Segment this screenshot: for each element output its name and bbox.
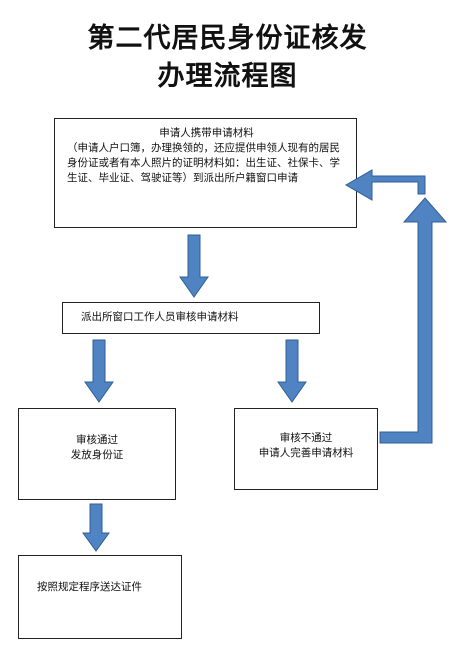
- arrow-return-head-to-apply: [344, 169, 426, 201]
- pass-step-line2: 发放身份证: [70, 449, 124, 461]
- fail-step-line1: 审核不通过: [279, 432, 333, 444]
- pass-step-line1: 审核通过: [76, 434, 118, 446]
- title-line-2: 办理流程图: [157, 61, 298, 92]
- arrow-pass-to-deliver: [82, 503, 110, 552]
- fail-step-box: 审核不通过 申请人完善申请材料: [234, 408, 378, 490]
- arrow-fail-back-to-apply: [379, 197, 448, 444]
- deliver-step-box: 按照规定程序送达证件: [18, 555, 182, 639]
- fail-step-line2: 申请人完善申请材料: [258, 447, 354, 459]
- review-step-box: 派出所窗口工作人员审核申请材料: [62, 302, 320, 334]
- arrow-review-to-pass: [84, 339, 114, 403]
- apply-step-body: （申请人户口簿，办理换领的，还应提供申领人现有的居民身份证或者有本人照片的证明材…: [67, 142, 340, 184]
- pass-step-box: 审核通过 发放身份证: [18, 408, 176, 500]
- title-line-1: 第二代居民身份证核发: [87, 23, 368, 54]
- arrow-apply-to-review: [179, 234, 209, 298]
- deliver-step-label: 按照规定程序送达证件: [37, 581, 142, 593]
- apply-step-heading: 申请人携带申请材料: [159, 127, 254, 139]
- arrow-review-to-fail: [277, 339, 307, 403]
- review-step-label: 派出所窗口工作人员审核申请材料: [81, 311, 239, 323]
- apply-step-box: 申请人携带申请材料 （申请人户口簿，办理换领的，还应提供申领人现有的居民身份证或…: [54, 118, 357, 228]
